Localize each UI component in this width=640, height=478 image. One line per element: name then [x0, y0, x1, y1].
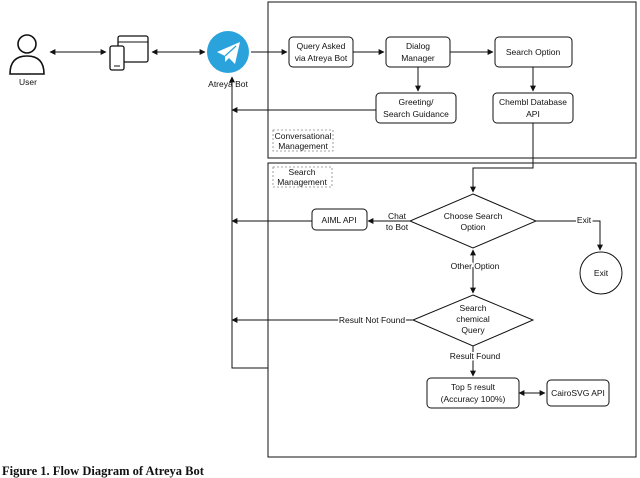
search-management-panel	[267, 162, 637, 458]
chembl-line2: API	[526, 109, 540, 119]
edge-result-found-label: Result Found	[450, 351, 501, 361]
top5-result-line2: (Accuracy 100%)	[441, 394, 506, 404]
telegram-icon	[207, 31, 249, 73]
search-management-tag	[272, 166, 333, 188]
conversational-management-tag	[272, 129, 334, 152]
conversational-management-panel	[267, 1, 637, 159]
chembl-line1: Chembl Database	[499, 97, 567, 107]
devices-icon	[109, 35, 149, 71]
cairosvg-api-label: CairoSVG API	[551, 388, 605, 398]
edge-other-option-label: Other Option	[451, 261, 500, 271]
edge-exit-label: Exit	[577, 215, 592, 225]
edge-chembl-choose	[470, 123, 534, 193]
search-management-line2: Management	[277, 177, 327, 187]
conversational-management-line1: Conversational	[275, 131, 332, 141]
dialog-manager-line2: Manager	[401, 53, 435, 63]
edge-return-to-bot	[229, 76, 268, 369]
edge-chat-line1: Chat	[388, 211, 407, 221]
exit-label: Exit	[594, 268, 609, 278]
query-asked-line2: via Atreya Bot	[295, 53, 348, 63]
user-label: User	[19, 77, 37, 87]
user-icon	[9, 34, 45, 75]
greeting-box	[375, 92, 457, 124]
figure-caption: Figure 1. Flow Diagram of Atreya Bot	[2, 464, 204, 478]
search-option-label: Search Option	[506, 47, 561, 57]
cairosvg-api-box	[546, 379, 610, 407]
greeting-line2: Search Guidance	[383, 109, 449, 119]
top5-result-line1: Top 5 result	[451, 382, 496, 392]
exit-circle	[579, 251, 623, 295]
choose-search-option-line2: Option	[460, 222, 485, 232]
search-management-line1: Search	[289, 167, 316, 177]
search-chemical-line1: Search	[460, 303, 487, 313]
edge-result-not-found-label: Result Not Found	[339, 315, 405, 325]
aiml-api-label: AIML API	[321, 215, 356, 225]
query-asked-line1: Query Asked	[297, 41, 346, 51]
conversational-management-line2: Management	[278, 141, 328, 151]
aiml-api-box	[311, 208, 368, 231]
choose-search-option-diamond	[408, 193, 538, 249]
choose-search-option-line1: Choose Search	[444, 211, 503, 221]
bot-label: Atreya Bot	[208, 79, 248, 89]
edge-chat-line2: to Bot	[386, 222, 409, 232]
search-chemical-line2: chemical	[456, 314, 490, 324]
dialog-manager-line1: Dialog	[406, 41, 430, 51]
greeting-line1: Greeting/	[399, 97, 435, 107]
edge-choose-exit	[536, 220, 603, 251]
search-chemical-line3: Query	[461, 325, 485, 335]
